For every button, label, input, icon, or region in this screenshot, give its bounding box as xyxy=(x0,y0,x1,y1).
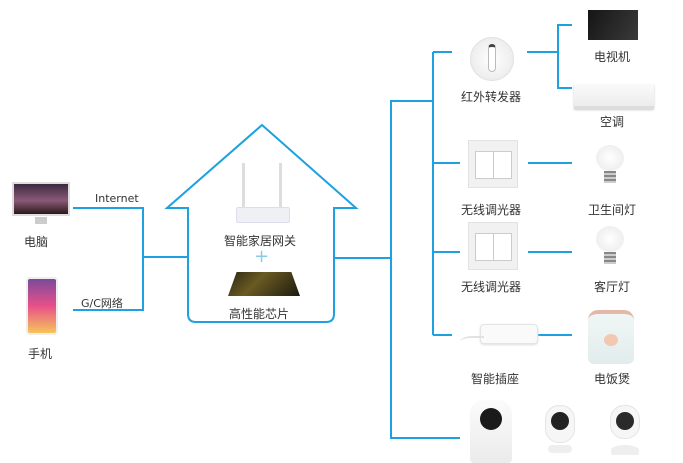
phone-label: 手机 xyxy=(28,347,53,361)
dimmer-label-1: 无线调光器 xyxy=(461,203,522,217)
internet-link-label: Internet xyxy=(95,192,139,205)
air-conditioner-icon xyxy=(574,84,654,109)
house-outline xyxy=(164,123,359,323)
desktop-computer-icon xyxy=(12,182,70,226)
smart-socket-icon xyxy=(460,322,538,348)
ir-blaster-label: 红外转发器 xyxy=(461,90,522,104)
dimmer-switch-icon xyxy=(468,140,518,188)
tv-icon xyxy=(588,10,638,40)
rice-cooker-label: 电饭煲 xyxy=(594,372,631,386)
camera-icon-2 xyxy=(545,405,575,455)
smart-socket-label: 智能插座 xyxy=(471,372,520,386)
chip-label: 高性能芯片 xyxy=(229,307,290,321)
bulb-icon xyxy=(596,145,624,187)
rice-cooker-icon xyxy=(588,310,634,364)
chip-board-icon xyxy=(228,272,300,296)
dimmer-label-2: 无线调光器 xyxy=(461,280,522,294)
computer-label: 电脑 xyxy=(24,235,49,249)
living-room-light-label: 客厅灯 xyxy=(594,280,631,294)
gateway-label: 智能家居网关 xyxy=(224,234,297,248)
smartphone-icon xyxy=(26,277,58,335)
router-icon xyxy=(236,163,290,223)
mobile-link-label: G/C网络 xyxy=(81,297,123,310)
camera-icon-3 xyxy=(610,405,640,457)
tv-label: 电视机 xyxy=(594,50,631,64)
ir-blaster-icon xyxy=(470,37,514,81)
plus-sign: + xyxy=(254,246,270,267)
bathroom-light-label: 卫生间灯 xyxy=(588,203,637,217)
bulb-icon xyxy=(596,226,624,268)
trunk-main xyxy=(390,100,460,439)
ac-label: 空调 xyxy=(600,115,625,129)
camera-icon-1 xyxy=(470,400,512,463)
dimmer-switch-icon xyxy=(468,222,518,270)
line-computer xyxy=(73,207,144,311)
